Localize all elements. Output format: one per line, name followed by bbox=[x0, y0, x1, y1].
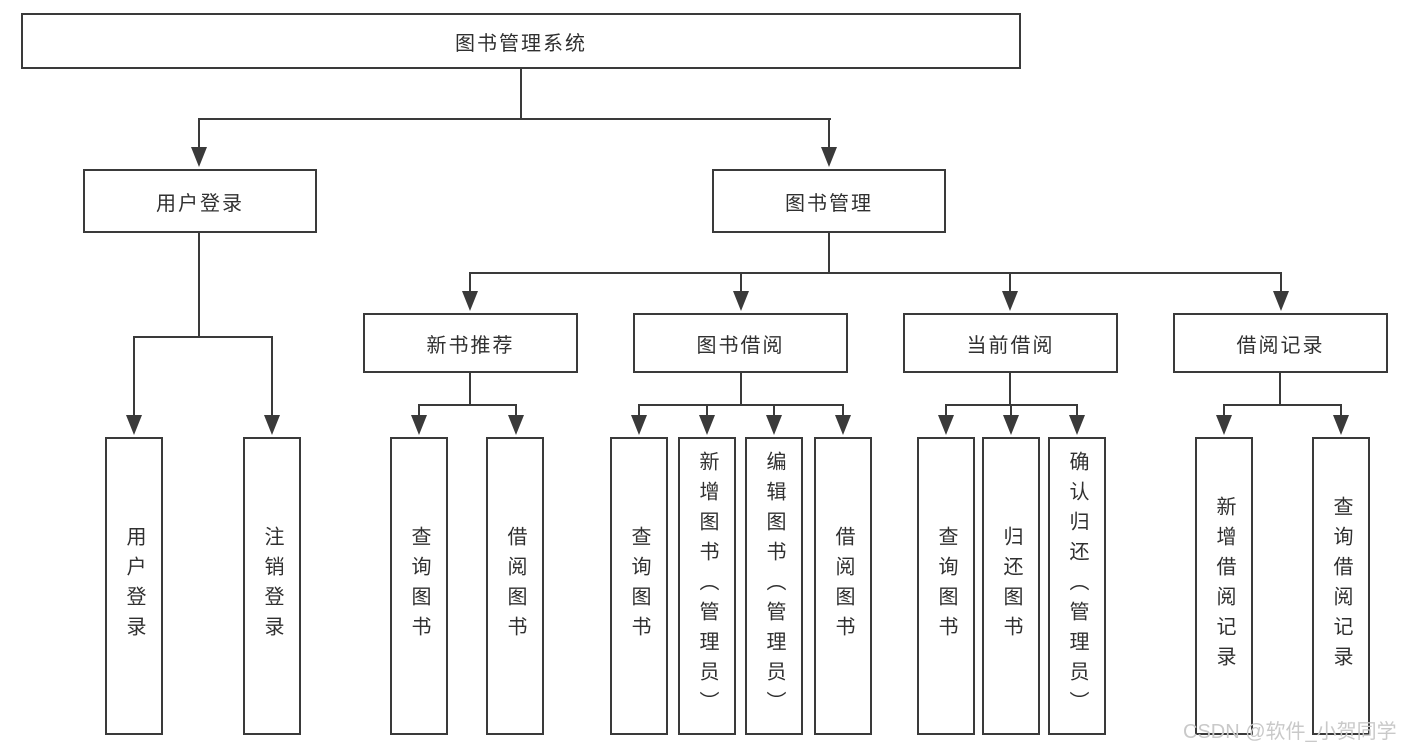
arrow-down-icon bbox=[1216, 415, 1232, 435]
arrow-down-icon bbox=[835, 415, 851, 435]
connector-drop-bb-edit bbox=[773, 404, 775, 418]
connector-drop-logout bbox=[271, 336, 273, 418]
arrow-down-icon bbox=[821, 147, 837, 167]
arrow-down-icon bbox=[766, 415, 782, 435]
arrow-down-icon bbox=[938, 415, 954, 435]
node-br-query: 查询借阅记录 bbox=[1312, 437, 1370, 735]
node-bb-query-label: 查询图书 bbox=[628, 526, 650, 646]
connector-drop-cb-query bbox=[945, 404, 947, 418]
node-login-label: 用户登录 bbox=[123, 526, 145, 646]
arrow-down-icon bbox=[699, 415, 715, 435]
node-new-book-rec-label: 新书推荐 bbox=[426, 334, 515, 357]
arrow-down-icon bbox=[411, 415, 427, 435]
connector-drop-user-login bbox=[198, 118, 200, 150]
arrow-down-icon bbox=[462, 291, 478, 311]
connector-book-borrow-stem bbox=[740, 373, 742, 406]
arrow-down-icon bbox=[733, 291, 749, 311]
node-bb-edit: 编辑图书（管理员） bbox=[745, 437, 803, 735]
connector-drop-bb-add bbox=[706, 404, 708, 418]
node-user-login: 用户登录 bbox=[83, 169, 317, 233]
connector-level2-branch bbox=[469, 272, 1282, 274]
node-root: 图书管理系统 bbox=[21, 13, 1021, 69]
arrow-down-icon bbox=[631, 415, 647, 435]
node-book-borrow: 图书借阅 bbox=[633, 313, 848, 373]
node-logout: 注销登录 bbox=[243, 437, 301, 735]
connector-drop-br-query bbox=[1340, 404, 1342, 418]
node-cb-confirm-label: 确认归还（管理员） bbox=[1066, 451, 1088, 721]
connector-new-book-rec-stem bbox=[469, 373, 471, 406]
connector-user-login-branch bbox=[133, 336, 273, 338]
arrow-down-icon bbox=[508, 415, 524, 435]
node-nbr-borrow-label: 借阅图书 bbox=[504, 526, 526, 646]
node-br-add: 新增借阅记录 bbox=[1195, 437, 1253, 735]
arrow-down-icon bbox=[1002, 291, 1018, 311]
node-current-borrow: 当前借阅 bbox=[903, 313, 1118, 373]
node-bb-borrow: 借阅图书 bbox=[814, 437, 872, 735]
node-cb-return: 归还图书 bbox=[982, 437, 1040, 735]
node-bb-add-label: 新增图书（管理员） bbox=[696, 451, 718, 721]
connector-borrow-record-branch bbox=[1223, 404, 1342, 406]
connector-drop-br-add bbox=[1223, 404, 1225, 418]
connector-drop-new-book-rec bbox=[469, 272, 471, 293]
connector-drop-bb-borrow bbox=[842, 404, 844, 418]
connector-current-borrow-stem bbox=[1009, 373, 1011, 406]
node-cb-confirm: 确认归还（管理员） bbox=[1048, 437, 1106, 735]
connector-drop-book-mgmt bbox=[828, 118, 830, 150]
arrow-down-icon bbox=[264, 415, 280, 435]
connector-borrow-record-stem bbox=[1279, 373, 1281, 406]
arrow-down-icon bbox=[1333, 415, 1349, 435]
connector-book-mgmt-stem bbox=[828, 233, 830, 274]
node-br-query-label: 查询借阅记录 bbox=[1330, 496, 1352, 676]
connector-drop-cb-return bbox=[1010, 404, 1012, 418]
node-logout-label: 注销登录 bbox=[261, 526, 283, 646]
arrow-down-icon bbox=[1003, 415, 1019, 435]
connector-root-stem bbox=[520, 69, 522, 120]
connector-new-book-rec-branch bbox=[418, 404, 517, 406]
node-bb-add: 新增图书（管理员） bbox=[678, 437, 736, 735]
connector-user-login-stem bbox=[198, 233, 200, 338]
node-nbr-query-label: 查询图书 bbox=[408, 526, 430, 646]
arrow-down-icon bbox=[1273, 291, 1289, 311]
node-cb-query: 查询图书 bbox=[917, 437, 975, 735]
node-nbr-borrow: 借阅图书 bbox=[486, 437, 544, 735]
node-user-login-label: 用户登录 bbox=[156, 192, 244, 215]
node-bb-query: 查询图书 bbox=[610, 437, 668, 735]
node-book-mgmt-label: 图书管理 bbox=[785, 192, 873, 215]
arrow-down-icon bbox=[1069, 415, 1085, 435]
connector-drop-cb-confirm bbox=[1076, 404, 1078, 418]
node-borrow-record-label: 借阅记录 bbox=[1236, 334, 1325, 357]
connector-drop-nbr-query bbox=[418, 404, 420, 418]
connector-level1-branch bbox=[198, 118, 831, 120]
node-root-label: 图书管理系统 bbox=[455, 32, 587, 55]
node-cb-return-label: 归还图书 bbox=[1000, 526, 1022, 646]
connector-drop-nbr-borrow bbox=[515, 404, 517, 418]
node-br-add-label: 新增借阅记录 bbox=[1213, 496, 1235, 676]
arrow-down-icon bbox=[126, 415, 142, 435]
connector-book-borrow-branch bbox=[638, 404, 844, 406]
node-bb-edit-label: 编辑图书（管理员） bbox=[763, 451, 785, 721]
node-book-mgmt: 图书管理 bbox=[712, 169, 946, 233]
csdn-watermark: CSDN @软件_小贺同学 bbox=[1183, 721, 1397, 743]
node-borrow-record: 借阅记录 bbox=[1173, 313, 1388, 373]
node-current-borrow-label: 当前借阅 bbox=[966, 334, 1055, 357]
node-bb-borrow-label: 借阅图书 bbox=[832, 526, 854, 646]
node-cb-query-label: 查询图书 bbox=[935, 526, 957, 646]
arrow-down-icon bbox=[191, 147, 207, 167]
connector-drop-bb-query bbox=[638, 404, 640, 418]
node-login: 用户登录 bbox=[105, 437, 163, 735]
connector-drop-borrow-record bbox=[1280, 272, 1282, 293]
node-new-book-rec: 新书推荐 bbox=[363, 313, 578, 373]
connector-drop-current-borrow bbox=[1009, 272, 1011, 293]
connector-drop-book-borrow bbox=[740, 272, 742, 293]
node-nbr-query: 查询图书 bbox=[390, 437, 448, 735]
connector-drop-login bbox=[133, 336, 135, 418]
node-book-borrow-label: 图书借阅 bbox=[696, 334, 785, 357]
